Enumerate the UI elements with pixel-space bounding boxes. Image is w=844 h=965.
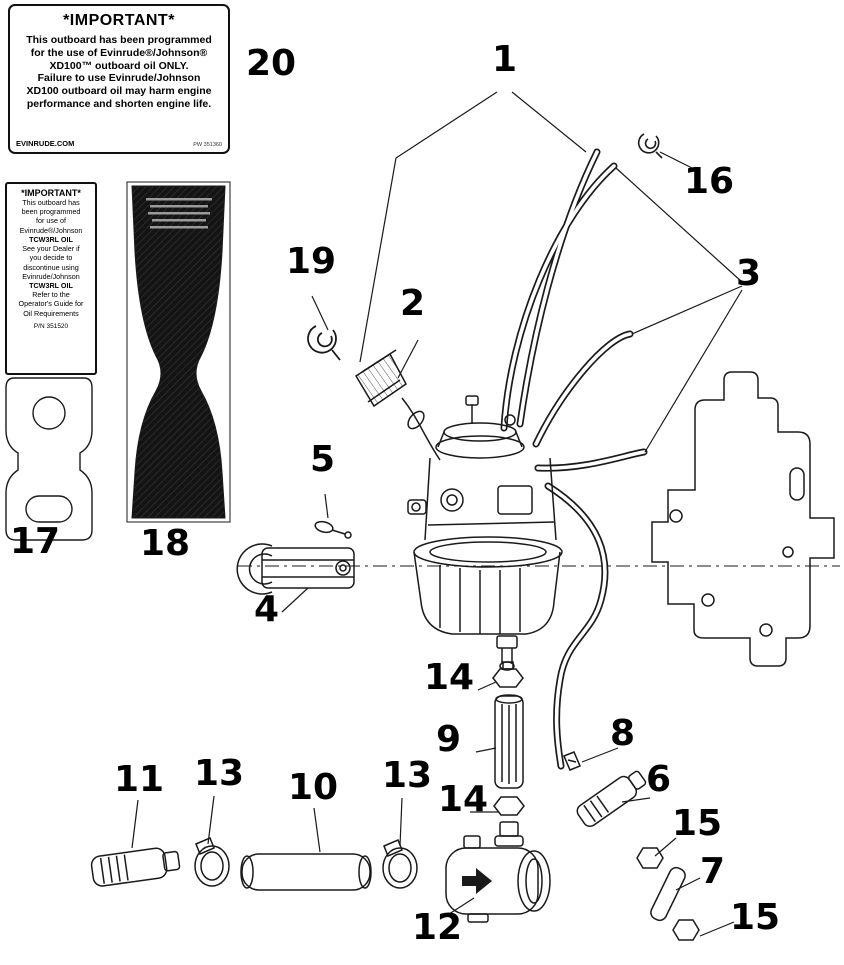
callout-10: 10 [288,767,339,808]
clamp-part-13-right [382,839,418,889]
callout-3: 3 [736,253,762,294]
nut-part-15-upper [636,847,664,869]
decal-fine-print [146,198,212,229]
clip-part-19 [307,325,341,361]
callout-4: 4 [254,589,280,630]
label-title: *IMPORTANT* [63,12,175,29]
callout-1: 1 [492,39,518,80]
clamp-part-4 [236,543,355,595]
callout-6: 6 [646,759,672,800]
callout-15-lower: 15 [730,897,781,938]
hose-part-11 [90,847,181,887]
callout-18: 18 [140,523,191,564]
label-part-number: PW 351360 [193,142,222,148]
callout-14-lower: 14 [438,779,489,820]
oil-hoses [500,148,648,770]
oil-pump-assembly [407,395,563,671]
callout-16: 16 [684,161,735,202]
decal-part-18 [126,181,231,523]
nipple-part-8 [563,751,581,771]
callout-13-right: 13 [382,755,433,796]
callout-5: 5 [310,439,336,480]
manifold-part-12 [445,821,551,923]
tube-part-10 [240,853,372,891]
callout-7: 7 [700,851,726,892]
label-body: This outboard has been programmed for th… [26,34,212,110]
clip-part-16 [637,133,663,159]
screw-part-5 [314,520,352,539]
callout-12: 12 [412,907,463,948]
warning-label-tcw3: *IMPORTANT* This outboard has been progr… [5,182,97,375]
fitting-part-14-lower [493,796,525,816]
gasket-part-17 [5,377,93,541]
nut-part-15-lower [672,919,700,941]
callout-20: 20 [246,43,297,84]
label-brand-url: EVINRUDE.COM [16,139,75,148]
callout-9: 9 [436,719,462,760]
warning-label-xd100: *IMPORTANT* This outboard has been progr… [8,4,230,154]
connector-part-2 [354,349,441,461]
filter-part-9 [494,694,524,789]
mounting-bracket [651,371,835,667]
callout-11: 11 [114,759,165,800]
callout-15-upper: 15 [672,803,723,844]
clamp-part-13-left [194,837,230,887]
callout-13-left: 13 [194,753,245,794]
callout-14-upper: 14 [424,657,475,698]
callout-19: 19 [286,241,337,282]
label-footer: EVINRUDE.COM PW 351360 [16,139,222,148]
fitting-part-6 [576,770,647,828]
callout-2: 2 [400,283,426,324]
callout-8: 8 [610,713,636,754]
label-title: *IMPORTANT* [21,188,81,198]
label-part-number: P/N 351520 [33,322,69,330]
fitting-part-14-upper [492,661,524,688]
tube-part-7 [650,866,686,922]
callout-17: 17 [10,521,61,562]
leader-lines [131,91,743,937]
